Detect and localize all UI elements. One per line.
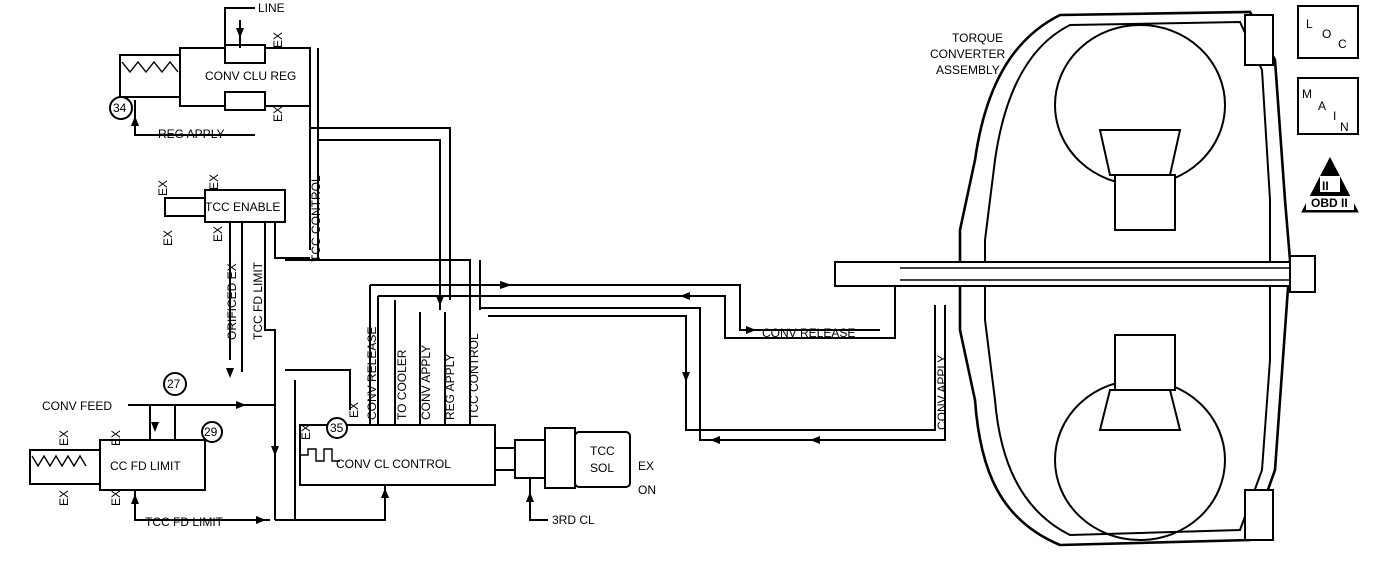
tcc-enable-label: TCC ENABLE <box>205 200 280 214</box>
cc-fd-limit-valve: CC FD LIMIT EX EX EX EX CONV FEED 27 29 … <box>29 372 275 529</box>
ex-label: EX <box>109 490 123 506</box>
checkball-29-label: 29 <box>204 425 218 439</box>
loc-letter-c: C <box>1338 37 1347 51</box>
conv-apply-label: CONV APPLY <box>935 355 949 430</box>
conv-clu-reg-label: CONV CLU REG <box>205 69 296 83</box>
flow-arrow <box>236 28 244 38</box>
tcc-control-v2-label: TCC CONTROL <box>467 333 481 420</box>
ex-label: EX <box>271 106 285 122</box>
flow-arrow <box>131 116 139 126</box>
main-box: M A I N <box>1297 77 1359 135</box>
main-letter-a: A <box>1318 99 1326 113</box>
on-label: ON <box>638 483 656 497</box>
ex-label: EX <box>207 174 221 190</box>
tcc-fd-limit-h-label: TCC FD LIMIT <box>145 515 224 529</box>
torque-label-3: ASSEMBLY <box>936 63 1000 77</box>
obd-ii-badge: II OBD II <box>1301 156 1359 213</box>
cc-fd-limit-label: CC FD LIMIT <box>110 459 181 473</box>
conv-cl-control-valve: CONV RELEASE TO COOLER CONV APPLY REG AP… <box>226 285 496 521</box>
torque-converter-assembly: TORQUE CONVERTER ASSEMBLY <box>834 10 1316 547</box>
reg-apply-label: REG APPLY <box>158 127 224 141</box>
to-cooler-label: TO COOLER <box>395 349 409 420</box>
reg-apply-v-label: REG APPLY <box>443 354 457 420</box>
conv-apply-v-label: CONV APPLY <box>419 345 433 420</box>
flow-arrow <box>810 436 820 444</box>
tcc-sol-label-2: SOL <box>590 461 614 475</box>
conv-release-v-label: CONV RELEASE <box>365 327 379 420</box>
ex-label: EX <box>109 430 123 446</box>
flow-arrow <box>526 492 534 502</box>
flow-arrow <box>746 326 756 334</box>
main-letter-n: N <box>1340 120 1349 134</box>
flow-arrow <box>436 296 444 306</box>
flow-arrow <box>381 488 389 498</box>
ex-label: EX <box>57 430 71 446</box>
checkball-34 <box>109 96 133 120</box>
ex-label: EX <box>299 424 313 440</box>
conv-clu-reg-valve: CONV CLU REG LINE EX EX 34 REG APPLY TCC… <box>109 1 323 262</box>
conv-cl-control-label: CONV CL CONTROL <box>336 457 451 471</box>
third-cl-label: 3RD CL <box>552 513 595 527</box>
ex-label: EX <box>161 230 175 246</box>
checkball-29 <box>201 421 223 443</box>
conv-feed-label: CONV FEED <box>42 399 112 413</box>
spring-icon <box>121 60 179 74</box>
obd-text: OBD II <box>1311 196 1348 210</box>
flow-arrow <box>271 446 279 456</box>
main-letter-m: M <box>1302 87 1312 101</box>
loc-box: L O C <box>1297 5 1359 59</box>
feed-lines: CONV RELEASE CONV APPLY <box>285 127 949 444</box>
ex-label: EX <box>211 226 225 242</box>
orificed-ex-label: ORIFICED EX <box>225 263 239 340</box>
flow-arrow <box>680 292 690 300</box>
conv-release-label: CONV RELEASE <box>762 326 855 340</box>
tcc-control-label: TCC CONTROL <box>309 175 323 262</box>
checkball-27-label: 27 <box>167 377 181 391</box>
obd-numeral: II <box>1322 179 1329 193</box>
tcc-enable-valve: TCC ENABLE EX EX EX EX ORIFICED EX TCC F… <box>156 174 310 520</box>
flow-arrow <box>151 422 159 432</box>
checkball-35-label: 35 <box>330 421 344 435</box>
torque-label-1: TORQUE <box>952 31 1003 45</box>
loc-letter-o: O <box>1322 27 1331 41</box>
ex-sol-label: EX <box>638 459 654 473</box>
main-letter-i: I <box>1333 109 1336 123</box>
flow-arrow <box>256 516 266 524</box>
spring-icon <box>31 454 87 468</box>
flow-arrow <box>682 372 690 382</box>
spring-icon <box>300 448 340 462</box>
checkball-35 <box>326 417 348 439</box>
flow-arrow <box>500 281 512 289</box>
flow-arrow <box>236 401 246 409</box>
ex-label: EX <box>57 490 71 506</box>
ex-label: EX <box>271 32 285 48</box>
ex-label: EX <box>156 180 170 196</box>
flow-arrow <box>226 368 234 378</box>
line-label: LINE <box>258 1 285 15</box>
tcc-solenoid: TCC SOL EX ON 3RD CL <box>494 427 656 527</box>
tcc-sol-label-1: TCC <box>590 444 615 458</box>
tcc-fd-limit-label: TCC FD LIMIT <box>251 261 265 340</box>
flow-arrow <box>710 436 720 444</box>
checkball-27 <box>163 372 187 396</box>
checkball-34-label: 34 <box>113 101 127 115</box>
flow-arrow <box>131 494 139 504</box>
torque-label-2: CONVERTER <box>930 47 1005 61</box>
loc-letter-l: L <box>1306 17 1313 31</box>
